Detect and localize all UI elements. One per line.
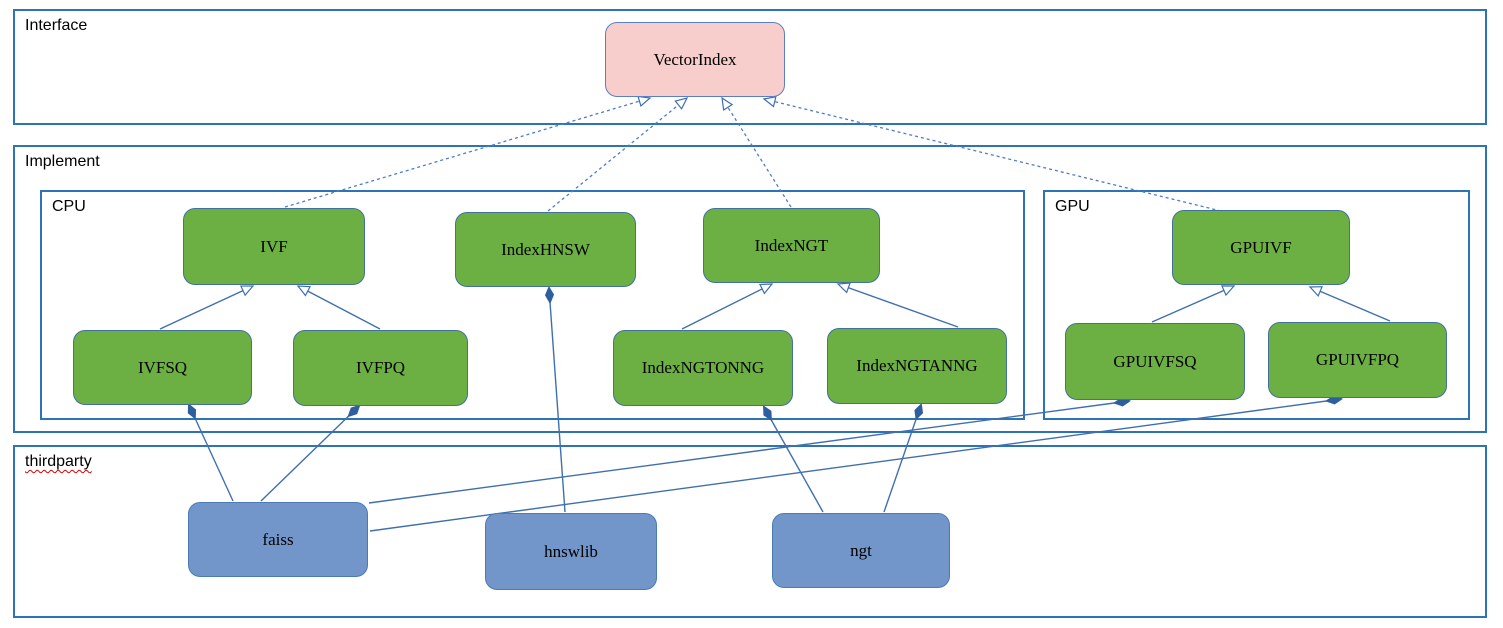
edge-indexhnsw-vectorindex bbox=[547, 97, 689, 212]
container-thirdparty-label: thirdparty bbox=[25, 453, 92, 470]
edge-indexngt-vectorindex bbox=[721, 96, 792, 208]
edge-ivfpq-ivf bbox=[296, 285, 381, 330]
container-gpu-label: GPU bbox=[1055, 198, 1090, 215]
edge-hnswlib-indexhnsw bbox=[549, 288, 566, 513]
edge-ivf-vectorindex bbox=[284, 95, 652, 208]
container-implement-label: Implement bbox=[25, 153, 100, 170]
container-interface: Interface bbox=[13, 9, 1487, 125]
container-interface-label: Interface bbox=[25, 17, 88, 34]
edge-faiss-gpuivfsq bbox=[368, 401, 1129, 504]
edge-gpuivfsq-gpuivf bbox=[1151, 285, 1236, 323]
edge-ngt-indexngtanng bbox=[883, 405, 921, 513]
edge-gpuivfpq-gpuivf bbox=[1308, 286, 1391, 322]
edge-indexngtonng-indexngt bbox=[681, 283, 774, 330]
container-cpu: CPU bbox=[40, 190, 1025, 420]
edge-ngt-indexngtonng bbox=[764, 407, 824, 513]
container-implement: Implement bbox=[13, 145, 1487, 433]
edge-gpuivf-vectorindex bbox=[762, 95, 1222, 212]
container-thirdparty: thirdparty bbox=[13, 445, 1487, 618]
edge-faiss-ivfsq bbox=[189, 405, 234, 502]
container-gpu: GPU bbox=[1043, 190, 1470, 420]
edge-faiss-gpuivfpq bbox=[369, 399, 1341, 532]
container-cpu-label: CPU bbox=[52, 198, 86, 215]
edge-ivfsq-ivf bbox=[159, 285, 255, 330]
edge-faiss-ivfpq bbox=[260, 406, 359, 502]
edge-indexngtanng-indexngt bbox=[836, 282, 959, 328]
